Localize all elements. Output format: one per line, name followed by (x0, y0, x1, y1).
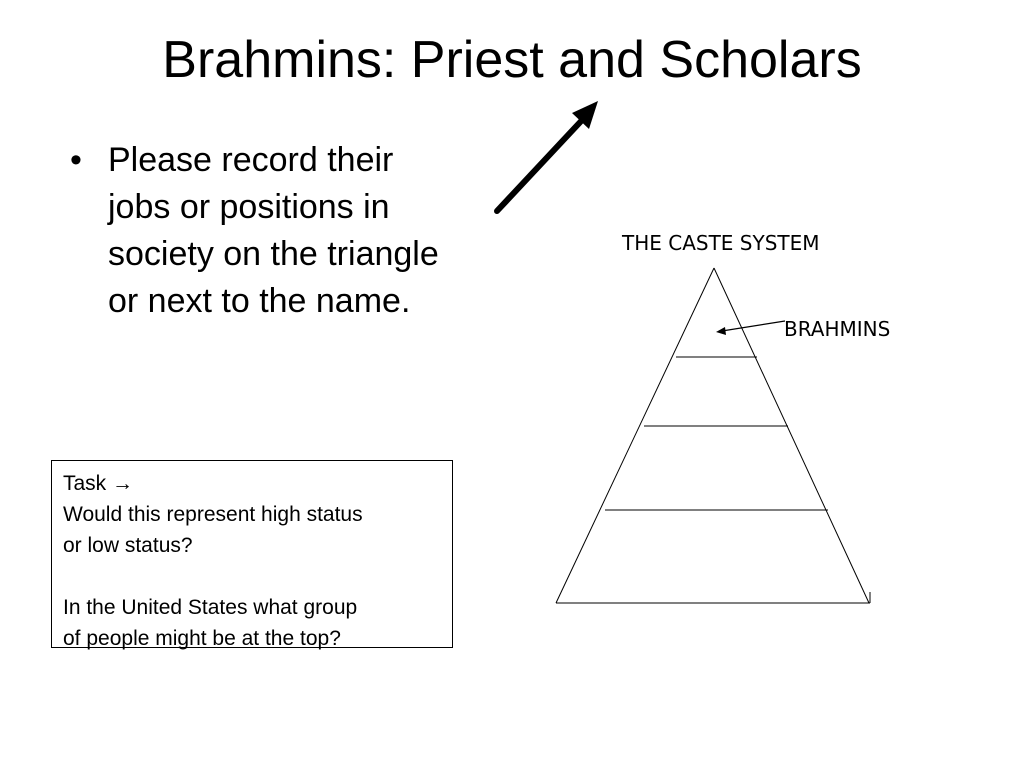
bullet-line: jobs or positions in (108, 188, 390, 226)
brahmins-label: BRAHMINS (784, 317, 891, 341)
bullet-line: Please record their (108, 141, 394, 179)
bullet-text: Please record their jobs or positions in… (108, 137, 518, 325)
task-question-line: or low status? (63, 534, 193, 557)
task-spacer (63, 561, 441, 592)
task-question-line: Would this represent high status (63, 503, 363, 526)
task-heading: Task → (63, 468, 441, 499)
task-heading-label: Task (63, 472, 107, 495)
bullet-list: • Please record their jobs or positions … (68, 137, 518, 325)
diagram-title: THE CASTE SYSTEM (622, 231, 820, 255)
bullet-marker: • (70, 141, 82, 179)
brahmins-arrow-icon (716, 320, 786, 335)
bullet-item: • Please record their jobs or positions … (68, 137, 518, 325)
task-question-line: In the United States what group (63, 596, 358, 619)
slide-title: Brahmins: Priest and Scholars (162, 31, 862, 89)
task-box: Task → Would this represent high status … (51, 460, 453, 650)
right-arrow-icon: → (112, 472, 134, 495)
pointer-arrow-icon (494, 101, 598, 214)
task-question-line: of people might be at the top? (63, 627, 341, 650)
caste-pyramid (555, 267, 871, 604)
bullet-line: society on the triangle (108, 235, 439, 273)
bullet-line: or next to the name. (108, 282, 411, 320)
